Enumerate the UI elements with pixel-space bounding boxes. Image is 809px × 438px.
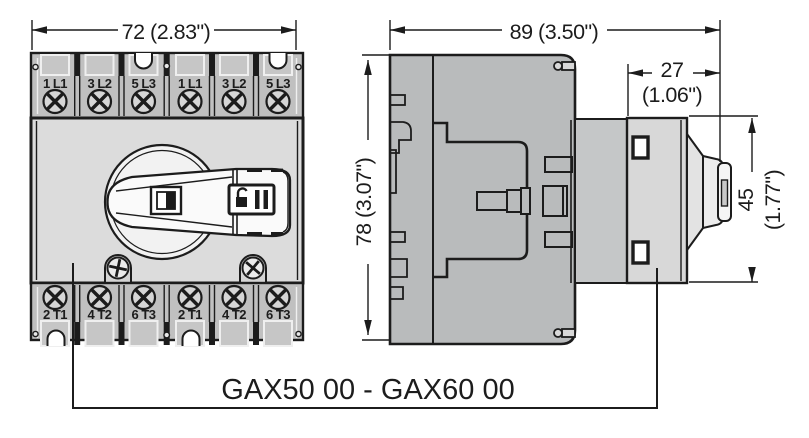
handle-height-dimension: 45 (1.77") bbox=[689, 115, 785, 283]
front-view: 1 L1 3 L2 5 L3 1 L1 3 L2 5 L3 bbox=[29, 20, 305, 347]
product-callout: GAX50 00 - GAX60 00 bbox=[72, 263, 658, 409]
width-dimension-label: 72 (2.83") bbox=[122, 20, 211, 44]
mounting-screw-left bbox=[104, 254, 132, 283]
wire-notch bbox=[46, 329, 66, 346]
height-dimension: 78 (3.07") bbox=[352, 54, 389, 341]
top-terminal-strip: 1 L1 3 L2 5 L3 1 L1 3 L2 5 L3 bbox=[29, 51, 305, 120]
plate-slot bbox=[631, 135, 650, 160]
side-body bbox=[388, 53, 577, 346]
width-dimension: 72 (2.83") bbox=[31, 20, 297, 50]
mid-section bbox=[574, 118, 628, 284]
wire-notch bbox=[134, 53, 153, 70]
terminal-label: 1 L1 bbox=[178, 76, 202, 91]
knob-depth-dimension-mm: 27 bbox=[661, 58, 684, 82]
plate-slot bbox=[631, 240, 650, 265]
body-pins bbox=[553, 61, 576, 338]
terminal-screws-bottom bbox=[42, 284, 291, 311]
top-terminal-labels: 1 L1 3 L2 5 L3 1 L1 3 L2 5 L3 bbox=[43, 76, 291, 91]
terminal-label: 1 L1 bbox=[43, 76, 67, 91]
terminal-label: 2 T1 bbox=[178, 307, 202, 322]
terminal-clamps-bottom bbox=[40, 320, 293, 347]
depth-dimension-label: 89 (3.50") bbox=[510, 20, 599, 44]
handle-height-dimension-inch: (1.77") bbox=[761, 170, 785, 230]
terminal-label: 6 T3 bbox=[266, 307, 290, 322]
drive-shaft bbox=[476, 187, 531, 215]
mounting-screw-right bbox=[239, 254, 267, 283]
terminal-label: 4 T2 bbox=[87, 307, 111, 322]
terminal-label: 5 L3 bbox=[131, 76, 155, 91]
front-plate bbox=[625, 116, 689, 285]
terminal-label: 2 T1 bbox=[43, 307, 67, 322]
product-label: GAX50 00 - GAX60 00 bbox=[221, 374, 514, 406]
phillips-cross-icon bbox=[245, 260, 261, 276]
phillips-cross-icon bbox=[108, 258, 128, 278]
position-window-icon bbox=[149, 185, 183, 216]
din-rail-profile bbox=[389, 94, 412, 300]
strip-holes-bottom bbox=[32, 330, 302, 339]
terminal-label: 3 L2 bbox=[87, 76, 111, 91]
strip-holes-top bbox=[32, 62, 302, 71]
terminal-label: 3 L2 bbox=[222, 76, 246, 91]
terminal-separators-bottom bbox=[36, 285, 298, 345]
knob-depth-dimension: 27 (1.06") bbox=[627, 58, 720, 116]
terminal-screws-top bbox=[42, 88, 291, 115]
terminal-label: 6 T3 bbox=[131, 307, 155, 322]
leader-line bbox=[72, 263, 658, 409]
bottom-terminal-labels: 2 T1 4 T2 6 T3 2 T1 4 T2 6 T3 bbox=[43, 307, 291, 322]
bottom-terminal-strip: 2 T1 4 T2 6 T3 2 T1 4 T2 6 T3 bbox=[29, 281, 305, 347]
screw-x-icon bbox=[45, 92, 288, 111]
selector-knob bbox=[686, 130, 732, 254]
depth-dimension: 89 (3.50") bbox=[389, 20, 721, 162]
knob-depth-dimension-inch: (1.06") bbox=[642, 83, 702, 107]
terminal-label: 4 T2 bbox=[222, 307, 246, 322]
wire-notch bbox=[268, 53, 288, 70]
body-right-details bbox=[542, 120, 573, 283]
side-view: 89 (3.50") 27 (1.06") 78 (3.07") 45 (1 bbox=[352, 20, 785, 346]
padlock-icon bbox=[227, 183, 276, 216]
screw-x-icon bbox=[45, 288, 288, 307]
height-dimension-label: 78 (3.07") bbox=[352, 158, 376, 247]
wire-notch bbox=[181, 329, 201, 346]
terminal-label: 5 L3 bbox=[266, 76, 290, 91]
handle-height-dimension-mm: 45 bbox=[734, 188, 758, 211]
rotary-handle bbox=[106, 167, 292, 238]
switch-body-front bbox=[29, 116, 305, 285]
